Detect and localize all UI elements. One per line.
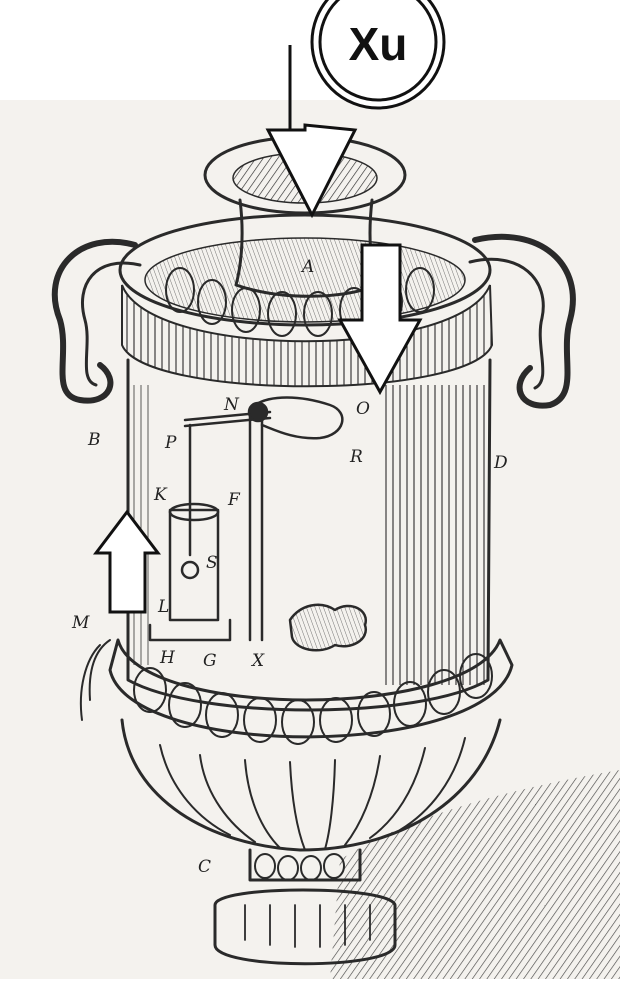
internal-mechanism [148, 396, 367, 652]
label-X: X [250, 651, 265, 671]
label-C: C [198, 857, 211, 877]
right-handle-inner [468, 257, 545, 390]
label-G: G [203, 651, 217, 671]
lid-band [121, 284, 494, 388]
label-K: K [153, 485, 168, 505]
ground-shadow [330, 770, 620, 979]
label-P: P [164, 433, 177, 453]
vase-stem [248, 848, 362, 882]
up-arrow-left [92, 509, 162, 614]
label-H: H [159, 648, 176, 668]
bowl-flutes [159, 737, 466, 851]
foot-ribs [244, 904, 371, 948]
rim-beads [133, 653, 493, 745]
label-N: N [223, 395, 240, 415]
xu-badge-text: Xu [349, 18, 408, 70]
label-D: D [493, 453, 508, 473]
label-O: O [356, 399, 370, 419]
left-handle-inner [80, 261, 142, 387]
body-shading-right [385, 385, 485, 685]
left-handle [51, 238, 138, 404]
label-L: L [157, 597, 169, 617]
label-F: F [227, 490, 241, 510]
stem-beads [254, 853, 345, 881]
label-B: B [87, 430, 101, 450]
label-S: S [206, 553, 218, 573]
vase-foot [213, 888, 397, 966]
vase-bowl [120, 718, 502, 852]
down-arrow-right [337, 243, 423, 396]
label-A: A [300, 257, 314, 277]
label-R: R [349, 447, 363, 467]
inflow-arrow [265, 45, 358, 219]
right-handle [472, 233, 576, 409]
label-M: M [71, 613, 90, 633]
outlet-tube [79, 639, 111, 721]
xu-badge: Xu [310, 0, 446, 110]
